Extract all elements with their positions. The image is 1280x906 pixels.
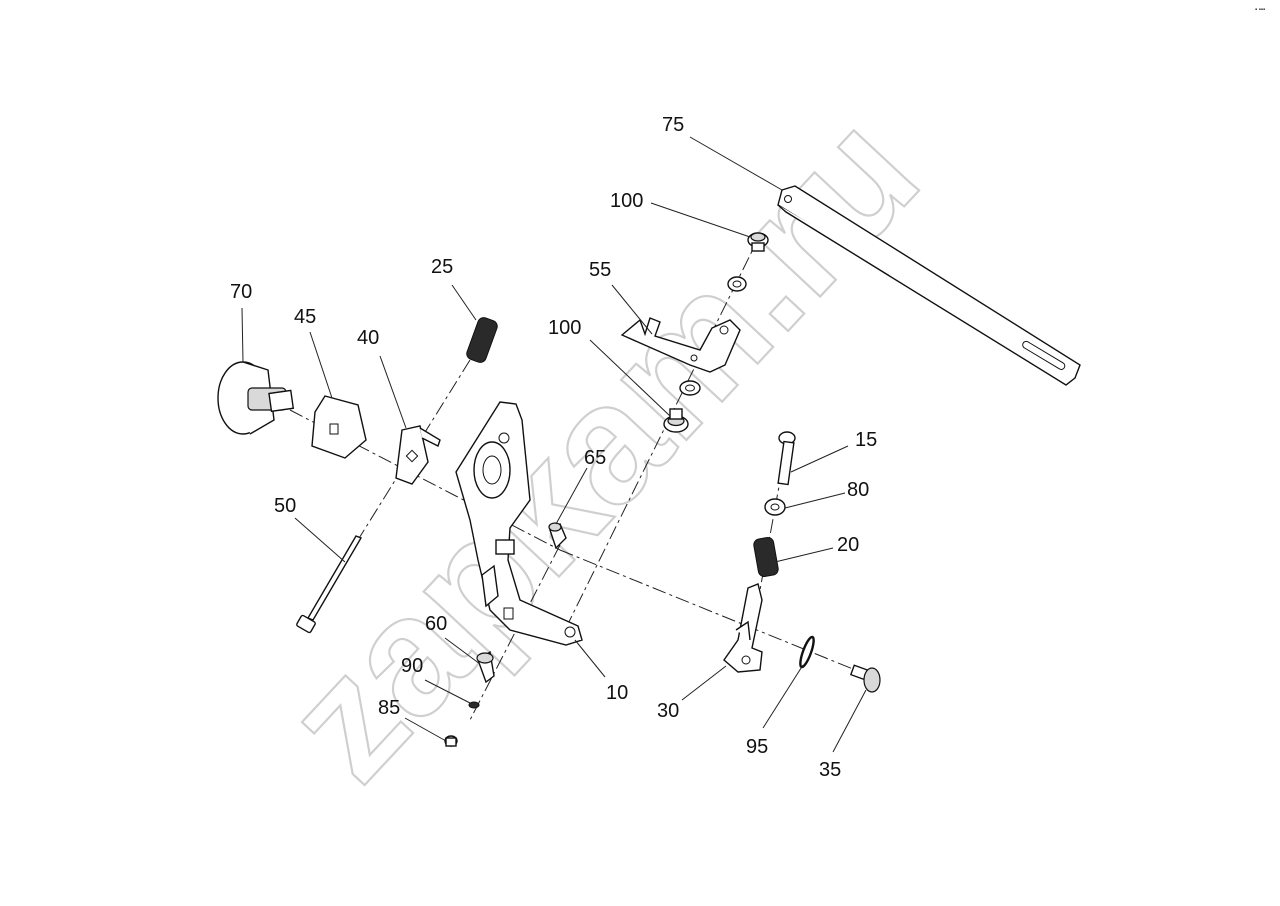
washer-upper	[727, 276, 747, 292]
part-100-lower-bolt	[663, 408, 689, 433]
part-55-bracket	[620, 317, 741, 373]
part-70-knob	[217, 361, 295, 435]
part-90-clip	[468, 701, 480, 709]
callout-20: 20	[837, 534, 859, 556]
callout-80: 80	[847, 479, 869, 501]
part-75-lever-arm	[777, 185, 1081, 386]
part-25-spring	[466, 317, 498, 363]
washer-lower	[679, 380, 701, 396]
leader-lines	[241, 136, 867, 753]
part-10-main-bracket	[455, 401, 583, 646]
callout-15: 15	[855, 429, 877, 451]
part-95-ring	[799, 635, 815, 669]
part-85-screw	[444, 735, 458, 747]
callout-50: 50	[274, 495, 296, 517]
part-20-spring	[753, 537, 779, 577]
callout-60: 60	[425, 613, 447, 635]
part-100-upper-bolt	[747, 232, 769, 252]
callout-90: 90	[401, 655, 423, 677]
part-45-plate	[311, 395, 367, 459]
callout-10: 10	[606, 682, 628, 704]
callout-75: 75	[662, 114, 684, 136]
part-60-bolt	[476, 650, 495, 684]
part-30-bracket	[723, 583, 763, 673]
callout-95: 95	[746, 736, 768, 758]
part-80-washer	[764, 498, 786, 516]
part-40-tab-washer	[395, 425, 441, 485]
callout-85: 85	[378, 697, 400, 719]
callout-25: 25	[431, 256, 453, 278]
callout-35: 35	[819, 759, 841, 781]
part-65-pin	[548, 522, 567, 550]
callout-40: 40	[357, 327, 379, 349]
callout-labels: 75 100 55 100 25 70 45 40 65 15 80 20 50…	[230, 114, 877, 781]
callout-30: 30	[657, 700, 679, 722]
corner-mark: ▪︎ ▪︎▪︎▪︎	[1255, 7, 1265, 13]
callout-100-lower: 100	[548, 317, 581, 339]
callout-65: 65	[584, 447, 606, 469]
callout-100-upper: 100	[610, 190, 643, 212]
callout-45: 45	[294, 306, 316, 328]
part-50-rod	[296, 535, 363, 634]
callout-55: 55	[589, 259, 611, 281]
part-15-bolt	[777, 431, 796, 486]
part-35-pin	[849, 664, 881, 693]
callout-70: 70	[230, 281, 252, 303]
